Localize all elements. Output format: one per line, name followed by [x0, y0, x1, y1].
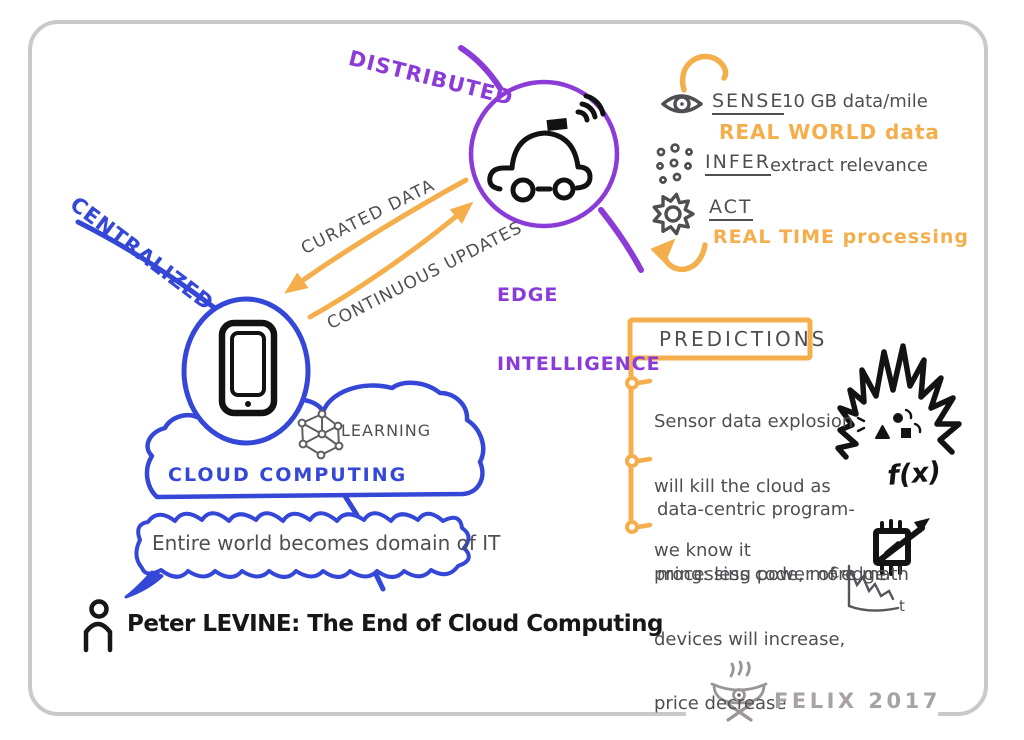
dots-icon — [656, 143, 693, 184]
price-axis-label: € — [830, 564, 840, 582]
continuous-updates-arrow — [307, 201, 474, 320]
chip-icon — [873, 518, 930, 576]
eye-icon — [661, 94, 703, 114]
distributed-stroke — [458, 45, 503, 91]
smartphone-icon — [218, 319, 278, 417]
prediction-item-1: Sensor data explosion will kill the clou… — [654, 411, 854, 561]
infer-label: INFER — [705, 151, 771, 176]
speech-bubble-text: Entire world becomes domain of IT — [152, 531, 501, 555]
felix-logo-icon — [710, 660, 768, 722]
edge-intelligence-label: EDGE INTELLIGENCE — [497, 238, 661, 399]
curated-data-arrow — [284, 177, 469, 294]
real-time-processing-label: REAL TIME processing — [713, 226, 969, 248]
price-graph-icon — [847, 564, 900, 612]
page-title: Peter LEVINE: The End of Cloud Computing — [127, 611, 663, 637]
prediction-item-2: data-centric program- ming: less code, m… — [657, 499, 909, 585]
loop-arc-bottom — [650, 238, 708, 273]
person-icon — [83, 599, 113, 653]
car-icon — [487, 93, 606, 203]
infer-value: extract relevance — [770, 155, 928, 176]
loop-arc-top — [679, 53, 729, 93]
predictions-box — [625, 317, 813, 534]
edge-intelligence-line2: INTELLIGENCE — [497, 353, 661, 375]
signature-text: FELIX 2017 — [774, 689, 941, 713]
gear-icon — [652, 192, 695, 236]
act-label: ACT — [709, 196, 753, 221]
speech-bubble — [124, 511, 471, 599]
page-border — [28, 20, 988, 716]
fx-formula: f(x) — [886, 456, 943, 492]
time-axis-label: t — [899, 597, 905, 615]
explosion-icon — [835, 343, 962, 460]
cloud-computing-label: CLOUD COMPUTING — [168, 464, 408, 486]
real-world-data-label: REAL WORLD data — [719, 120, 940, 144]
edge-intelligence-line1: EDGE — [497, 284, 559, 306]
learning-label: LEARNING — [341, 421, 432, 440]
edge-stroke — [598, 207, 644, 273]
predictions-title: PREDICTIONS — [659, 327, 828, 351]
sense-label: SENSE — [712, 90, 785, 115]
centralized-stroke — [75, 219, 231, 321]
network-icon — [297, 409, 344, 460]
sense-value: 10 GB data/mile — [782, 91, 928, 112]
prediction-item-3: processing power of edge devices will in… — [654, 564, 887, 714]
